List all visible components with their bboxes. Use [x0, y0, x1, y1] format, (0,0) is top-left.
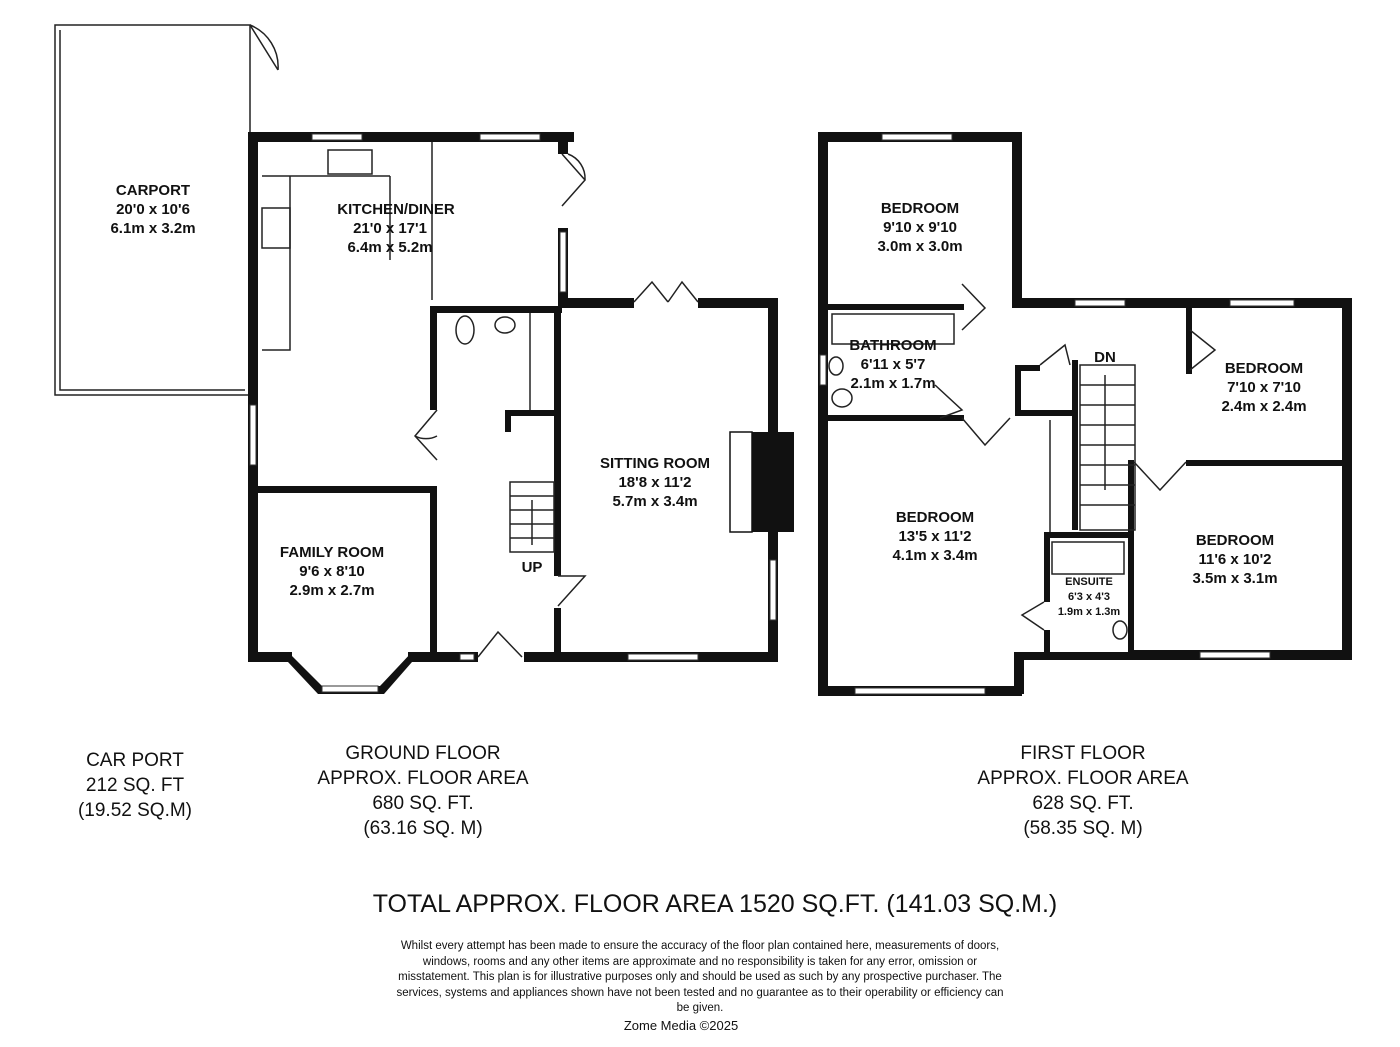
svg-text:21'0 x 17'1: 21'0 x 17'1	[353, 220, 427, 237]
credit: Zome Media ©2025	[623, 1018, 739, 1033]
first-floor-windows	[819, 133, 1295, 695]
carport-area-title: CAR PORT	[86, 750, 184, 771]
svg-text:ENSUITE: ENSUITE	[1065, 576, 1113, 588]
room-bedroom-2-label: BEDROOM 7'10 x 7'10 2.4m x 2.4m	[1221, 360, 1306, 415]
stairs-up-label: UP	[522, 559, 543, 576]
svg-text:BEDROOM: BEDROOM	[1225, 360, 1303, 377]
svg-text:BEDROOM: BEDROOM	[881, 200, 959, 217]
svg-text:7'10 x 7'10: 7'10 x 7'10	[1227, 379, 1301, 396]
svg-text:2.9m x 2.7m: 2.9m x 2.7m	[289, 582, 374, 599]
room-carport-label: CARPORT 20'0 x 10'6 6.1m x 3.2m	[110, 182, 195, 237]
ground-floor-area-summary: GROUND FLOOR APPROX. FLOOR AREA 680 SQ. …	[273, 741, 573, 841]
svg-text:20'0 x 10'6: 20'0 x 10'6	[116, 201, 190, 218]
svg-text:4.1m x 3.4m: 4.1m x 3.4m	[892, 547, 977, 564]
svg-text:13'5 x 11'2: 13'5 x 11'2	[898, 528, 971, 545]
svg-text:KITCHEN/DINER: KITCHEN/DINER	[337, 201, 455, 218]
svg-text:2.4m x 2.4m: 2.4m x 2.4m	[1221, 398, 1306, 415]
ground-floor-sqm: (63.16 SQ. M)	[363, 818, 483, 839]
stairs-down-label: DN	[1094, 349, 1116, 366]
svg-text:5.7m x 3.4m: 5.7m x 3.4m	[612, 493, 697, 510]
svg-text:11'6 x 10'2: 11'6 x 10'2	[1198, 551, 1271, 568]
room-sitting-room-label: SITTING ROOM 18'8 x 11'2 5.7m x 3.4m	[600, 455, 710, 510]
svg-text:18'8 x 11'2: 18'8 x 11'2	[618, 474, 691, 491]
ground-floor-windows	[249, 133, 777, 693]
carport-area-sqm: (19.52 SQ.M)	[77, 800, 193, 821]
ground-floor-area-label: APPROX. FLOOR AREA	[317, 768, 529, 789]
first-floor-sqm: (58.35 SQ. M)	[1023, 818, 1143, 839]
svg-text:BEDROOM: BEDROOM	[1196, 532, 1274, 549]
svg-text:FAMILY ROOM: FAMILY ROOM	[280, 544, 384, 561]
svg-text:3.5m x 3.1m: 3.5m x 3.1m	[1192, 570, 1277, 587]
ground-floor-sqft: 680 SQ. FT.	[372, 793, 474, 814]
svg-text:3.0m x 3.0m: 3.0m x 3.0m	[877, 238, 962, 255]
svg-text:1.9m x 1.3m: 1.9m x 1.3m	[1058, 606, 1121, 618]
room-family-room-label: FAMILY ROOM 9'6 x 8'10 2.9m x 2.7m	[280, 544, 384, 599]
svg-text:BEDROOM: BEDROOM	[896, 509, 974, 526]
carport-area-sqft: 212 SQ. FT	[85, 775, 185, 796]
first-floor-sqft: 628 SQ. FT.	[1032, 793, 1134, 814]
svg-text:SITTING ROOM: SITTING ROOM	[600, 455, 710, 472]
ground-floor-title: GROUND FLOOR	[345, 743, 501, 764]
first-floor-area-label: APPROX. FLOOR AREA	[977, 768, 1189, 789]
svg-text:9'6 x 8'10: 9'6 x 8'10	[299, 563, 365, 580]
svg-text:9'10 x 9'10: 9'10 x 9'10	[883, 219, 957, 236]
svg-text:6'11 x 5'7: 6'11 x 5'7	[861, 356, 926, 373]
disclaimer: Whilst every attempt has been made to en…	[396, 940, 1004, 1014]
svg-text:6'3 x 4'3: 6'3 x 4'3	[1068, 591, 1110, 603]
carport-outline	[54, 24, 279, 396]
first-floor-area-summary: FIRST FLOOR APPROX. FLOOR AREA 628 SQ. F…	[933, 741, 1233, 841]
svg-text:6.1m x 3.2m: 6.1m x 3.2m	[110, 220, 195, 237]
ground-floor-walls	[248, 132, 794, 694]
total-floor-area: TOTAL APPROX. FLOOR AREA 1520 SQ.FT. (14…	[372, 890, 1058, 918]
svg-text:CARPORT: CARPORT	[116, 182, 190, 199]
room-ensuite-label: ENSUITE 6'3 x 4'3 1.9m x 1.3m	[1058, 576, 1121, 618]
kitchen-fittings	[261, 142, 699, 658]
room-kitchen-diner-label: KITCHEN/DINER 21'0 x 17'1 6.4m x 5.2m	[337, 201, 455, 256]
svg-text:2.1m x 1.7m: 2.1m x 1.7m	[850, 375, 935, 392]
first-floor-title: FIRST FLOOR	[1020, 743, 1146, 764]
svg-text:BATHROOM: BATHROOM	[849, 337, 936, 354]
svg-text:6.4m x 5.2m: 6.4m x 5.2m	[347, 239, 432, 256]
room-bathroom-label: BATHROOM 6'11 x 5'7 2.1m x 1.7m	[849, 337, 936, 392]
room-bedroom-1-label: BEDROOM 9'10 x 9'10 3.0m x 3.0m	[877, 200, 962, 255]
room-bedroom-3-label: BEDROOM 13'5 x 11'2 4.1m x 3.4m	[892, 509, 977, 564]
carport-area-summary: CAR PORT 212 SQ. FT (19.52 SQ.M)	[35, 748, 235, 823]
room-bedroom-4-label: BEDROOM 11'6 x 10'2 3.5m x 3.1m	[1192, 532, 1277, 587]
first-floor-fittings	[828, 283, 1217, 640]
